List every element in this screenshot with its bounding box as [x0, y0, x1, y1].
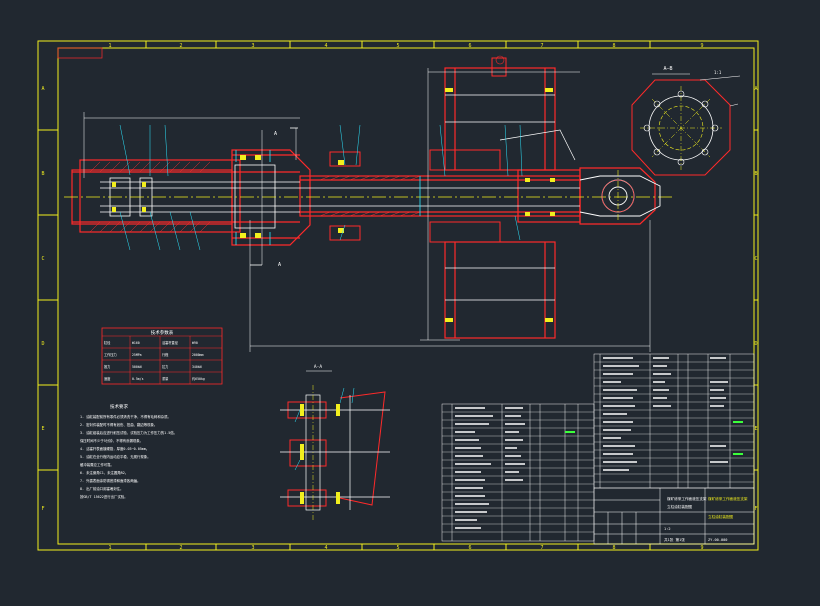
svg-text:9: 9	[700, 43, 703, 49]
svg-text:工作压力: 工作压力	[104, 352, 117, 357]
svg-text:6: 6	[468, 43, 471, 49]
zone-numbers-bottom: 1 2 3 4 5 6 7 8 9	[108, 545, 703, 551]
svg-text:500kN: 500kN	[132, 365, 142, 369]
title-block-subtitle: 立柱油缸装配图	[667, 504, 693, 509]
zone-ticks	[38, 41, 758, 550]
svg-text:0.5m/s: 0.5m/s	[132, 377, 144, 381]
zone-letters-right: A B C D E F	[754, 86, 757, 512]
parts-list-rows	[442, 361, 754, 533]
svg-text:F: F	[754, 506, 757, 512]
svg-text:2000mm: 2000mm	[192, 353, 204, 357]
svg-text:约650kg: 约650kg	[192, 376, 205, 381]
tech-parameter-table: 技术参数表 缸径 Φ160 活塞杆直径 Φ90 工作压力 25MPa 行程 20…	[101, 327, 223, 385]
svg-text:C: C	[754, 256, 757, 262]
svg-text:5: 5	[396, 545, 399, 551]
svg-text:缸径: 缸径	[104, 340, 111, 345]
flange-view: A—B 1:1	[631, 66, 741, 176]
svg-text:Φ160: Φ160	[132, 341, 140, 345]
svg-text:4: 4	[324, 545, 327, 551]
svg-text:A: A	[274, 131, 277, 137]
title-block-scale: 1:2	[664, 527, 671, 531]
svg-text:A—B: A—B	[663, 66, 672, 72]
svg-text:7: 7	[540, 545, 543, 551]
svg-text:A: A	[754, 86, 757, 92]
svg-text:8: 8	[612, 43, 615, 49]
svg-text:5. 油缸在全行程内运动应平稳，无爬行现象。: 5. 油缸在全行程内运动应平稳，无爬行现象。	[80, 454, 151, 459]
technical-notes: 技术要求 1. 油缸装配前所有零件必须清洗干净，不得有毛刺和杂质。 2. 密封件…	[80, 403, 177, 499]
zone-letters-left: A B C D E F	[41, 86, 44, 512]
drawing-frame	[37, 40, 759, 551]
svg-text:1:1: 1:1	[714, 70, 722, 75]
svg-text:D: D	[754, 341, 757, 347]
parts-list	[441, 353, 755, 542]
svg-text:3: 3	[251, 43, 254, 49]
svg-text:4. 活塞杆表面镀硬铬，厚度0.03~0.05mm。: 4. 活塞杆表面镀硬铬，厚度0.03~0.05mm。	[80, 446, 149, 451]
section-detail-view: A-A	[280, 364, 390, 520]
svg-text:6: 6	[468, 545, 471, 551]
svg-text:Φ90: Φ90	[192, 341, 198, 345]
svg-text:按GB/T 15622进行出厂试验。: 按GB/T 15622进行出厂试验。	[80, 494, 128, 499]
callout-circles	[495, 55, 505, 65]
svg-text:B: B	[41, 171, 44, 177]
dimension-lines	[83, 68, 651, 352]
svg-text:1: 1	[108, 43, 111, 49]
svg-text:2. 密封件装配时不得有划伤、扭曲、翻边等现象。: 2. 密封件装配时不得有划伤、扭曲、翻边等现象。	[80, 422, 157, 427]
tech-table-title: 技术参数表	[151, 329, 174, 336]
svg-text:3: 3	[251, 545, 254, 551]
svg-text:8. 出厂前油口用塞堵封住。: 8. 出厂前油口用塞堵封住。	[80, 486, 123, 491]
svg-text:C: C	[41, 256, 44, 262]
parts-list-highlights	[565, 421, 743, 455]
title-block-company: 煤矿综采工作面液压支架	[667, 496, 707, 501]
svg-text:9: 9	[700, 545, 703, 551]
svg-text:活塞杆直径: 活塞杆直径	[162, 340, 179, 345]
svg-text:行程: 行程	[162, 352, 169, 357]
svg-text:推力: 推力	[104, 364, 110, 369]
svg-text:立柱油缸装配图: 立柱油缸装配图	[708, 514, 734, 519]
svg-text:保压时间不少于5分钟，不得有渗漏现象。: 保压时间不少于5分钟，不得有渗漏现象。	[80, 438, 143, 443]
svg-text:煤矿综采工作面液压支架: 煤矿综采工作面液压支架	[708, 496, 748, 501]
svg-text:1. 油缸装配前所有零件必须清洗干净，不得有毛刺和杂质。: 1. 油缸装配前所有零件必须清洗干净，不得有毛刺和杂质。	[80, 414, 171, 419]
svg-text:5: 5	[396, 43, 399, 49]
svg-text:2: 2	[179, 43, 182, 49]
svg-text:F: F	[41, 506, 44, 512]
svg-text:E: E	[754, 426, 757, 432]
svg-text:7. 外露表面涂防锈底漆和面漆各两遍。: 7. 外露表面涂防锈底漆和面漆各两遍。	[80, 478, 140, 483]
svg-text:4: 4	[324, 43, 327, 49]
svg-text:速度: 速度	[104, 376, 111, 381]
svg-text:A: A	[278, 262, 281, 268]
svg-text:25MPa: 25MPa	[132, 353, 142, 357]
svg-text:8: 8	[612, 545, 615, 551]
cylinder-assembly	[64, 149, 672, 246]
leader-lines	[119, 124, 523, 251]
svg-text:6. 未注倒角C1，未注圆角R2。: 6. 未注倒角C1，未注圆角R2。	[80, 470, 128, 475]
svg-text:E: E	[41, 426, 44, 432]
svg-text:B: B	[754, 171, 757, 177]
svg-text:7: 7	[540, 43, 543, 49]
zone-numbers-top: 1 2 3 4 5 6 7 8 9	[108, 43, 703, 49]
svg-text:A: A	[41, 86, 44, 92]
svg-text:A-A: A-A	[314, 364, 322, 370]
svg-text:拉力: 拉力	[162, 364, 168, 369]
notes-title: 技术要求	[110, 403, 128, 410]
drawing-code-box	[57, 47, 103, 59]
svg-text:2: 2	[179, 545, 182, 551]
svg-text:1: 1	[108, 545, 111, 551]
svg-text:重量: 重量	[162, 376, 169, 381]
title-block-drawing-no: ZY-00-000	[708, 538, 727, 542]
title-block: 煤矿综采工作面液压支架 立柱油缸装配图 ZY-00-000 1:2 共1张 第1…	[593, 487, 755, 545]
section-marks: A A	[274, 131, 281, 268]
svg-text:3. 油缸组装后应进行耐压试验，试验压力为工作压力的1.5倍: 3. 油缸组装后应进行耐压试验，试验压力为工作压力的1.5倍。	[80, 430, 177, 435]
svg-text:340kN: 340kN	[192, 365, 202, 369]
svg-text:D: D	[41, 341, 44, 347]
mounting-bracket	[444, 57, 576, 339]
title-block-sheet: 共1张 第1张	[664, 537, 685, 542]
svg-text:缓冲装置应工作可靠。: 缓冲装置应工作可靠。	[80, 462, 114, 467]
parts-list-text	[455, 357, 728, 529]
